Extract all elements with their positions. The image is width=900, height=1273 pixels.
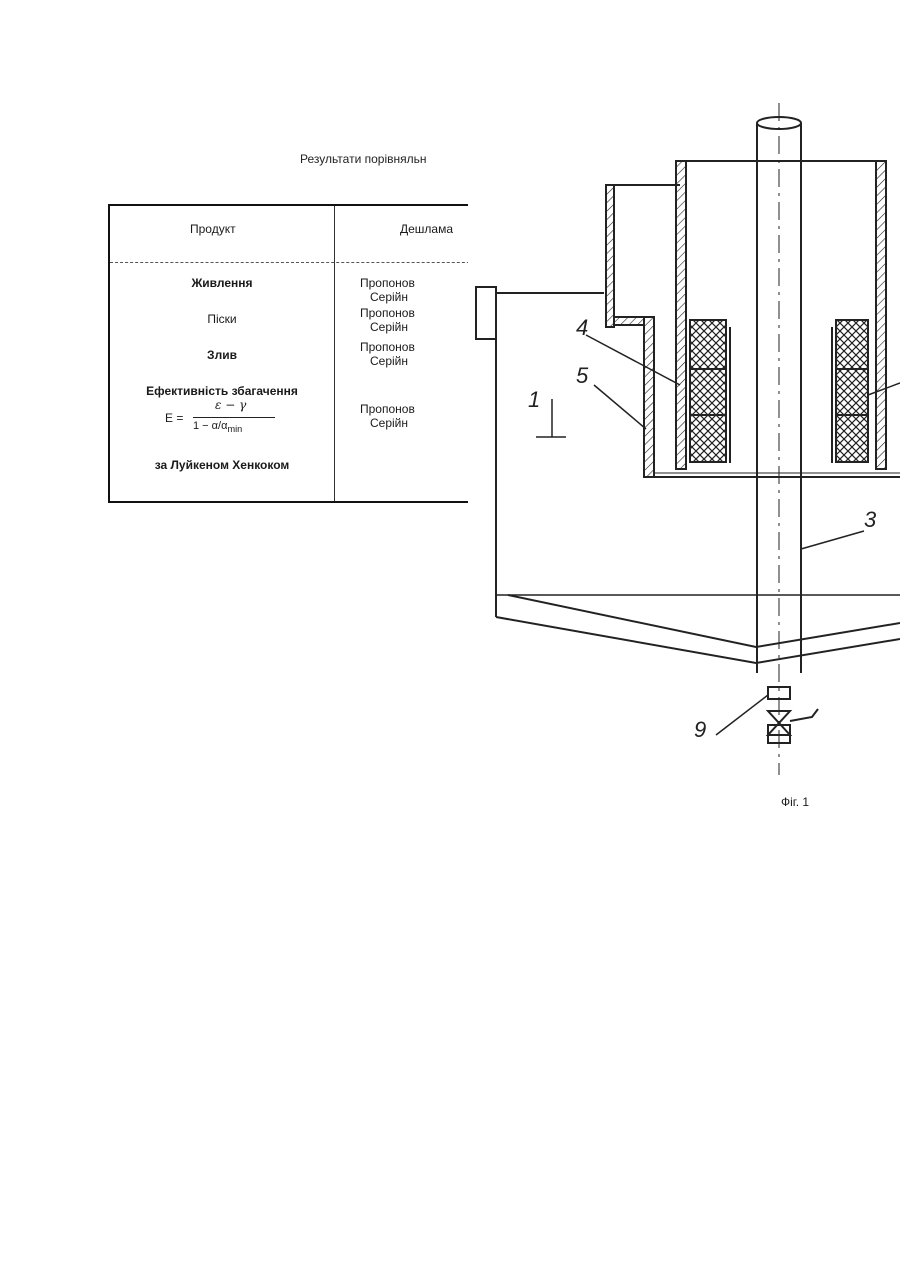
results-table: Продукт Дешлама Живлення Пропонов Серійн…	[108, 204, 490, 503]
row-product-efficiency: Ефективність збагачення	[110, 384, 334, 398]
column-separator	[334, 206, 335, 501]
row-sands-values: Пропонов Серійн	[360, 306, 415, 334]
row-value: Пропонов	[360, 402, 415, 416]
row-value: Серійн	[360, 320, 415, 334]
row-value: Пропонов	[360, 276, 415, 290]
formula-lhs: E =	[165, 411, 183, 425]
row-efficiency-values: Пропонов Серійн	[360, 402, 415, 430]
row-value: Серійн	[360, 354, 415, 368]
callout-label: 9	[694, 717, 706, 742]
discharge-valve	[768, 687, 818, 743]
row-value: Пропонов	[360, 306, 415, 320]
row-product-feed: Живлення	[110, 276, 334, 290]
row-product-overflow: Злив	[110, 348, 334, 362]
formula-denominator: 1 − α/αmin	[193, 420, 242, 434]
callout-label: 4	[576, 315, 588, 340]
row-overflow-values: Пропонов Серійн	[360, 340, 415, 368]
header-desliming: Дешлама	[400, 222, 453, 236]
callout-label: 5	[576, 363, 589, 388]
row-value: Серійн	[360, 290, 415, 304]
row-value: Серійн	[360, 416, 415, 430]
callout-label: 1	[528, 387, 540, 412]
row-feed-values: Пропонов Серійн	[360, 276, 415, 304]
drawing-sheet: 4 5 1 3 9	[468, 95, 900, 815]
figure-caption: Фіг. 1	[781, 795, 809, 809]
formula-numerator: ε − γ	[215, 398, 246, 412]
row-product-sands: Піски	[110, 312, 334, 326]
inlet-pipe	[606, 185, 680, 327]
efficiency-formula: E = ε − γ 1 − α/αmin	[165, 398, 325, 440]
formula-denominator-text: 1 − α/α	[193, 420, 227, 432]
row-footer-method: за Луйкеном Хенкоком	[110, 458, 334, 472]
table-caption: Результати порівняльн	[300, 152, 427, 166]
fraction-bar	[193, 417, 275, 418]
apparatus-drawing: 4 5 1 3 9	[468, 95, 900, 815]
row-value: Пропонов	[360, 340, 415, 354]
central-shaft	[757, 103, 801, 775]
header-separator	[110, 262, 490, 263]
header-product: Продукт	[190, 222, 236, 236]
formula-subscript: min	[227, 424, 242, 434]
results-table-page: Результати порівняльн Продукт Дешлама Жи…	[108, 120, 478, 520]
callout-label: 3	[864, 507, 877, 532]
